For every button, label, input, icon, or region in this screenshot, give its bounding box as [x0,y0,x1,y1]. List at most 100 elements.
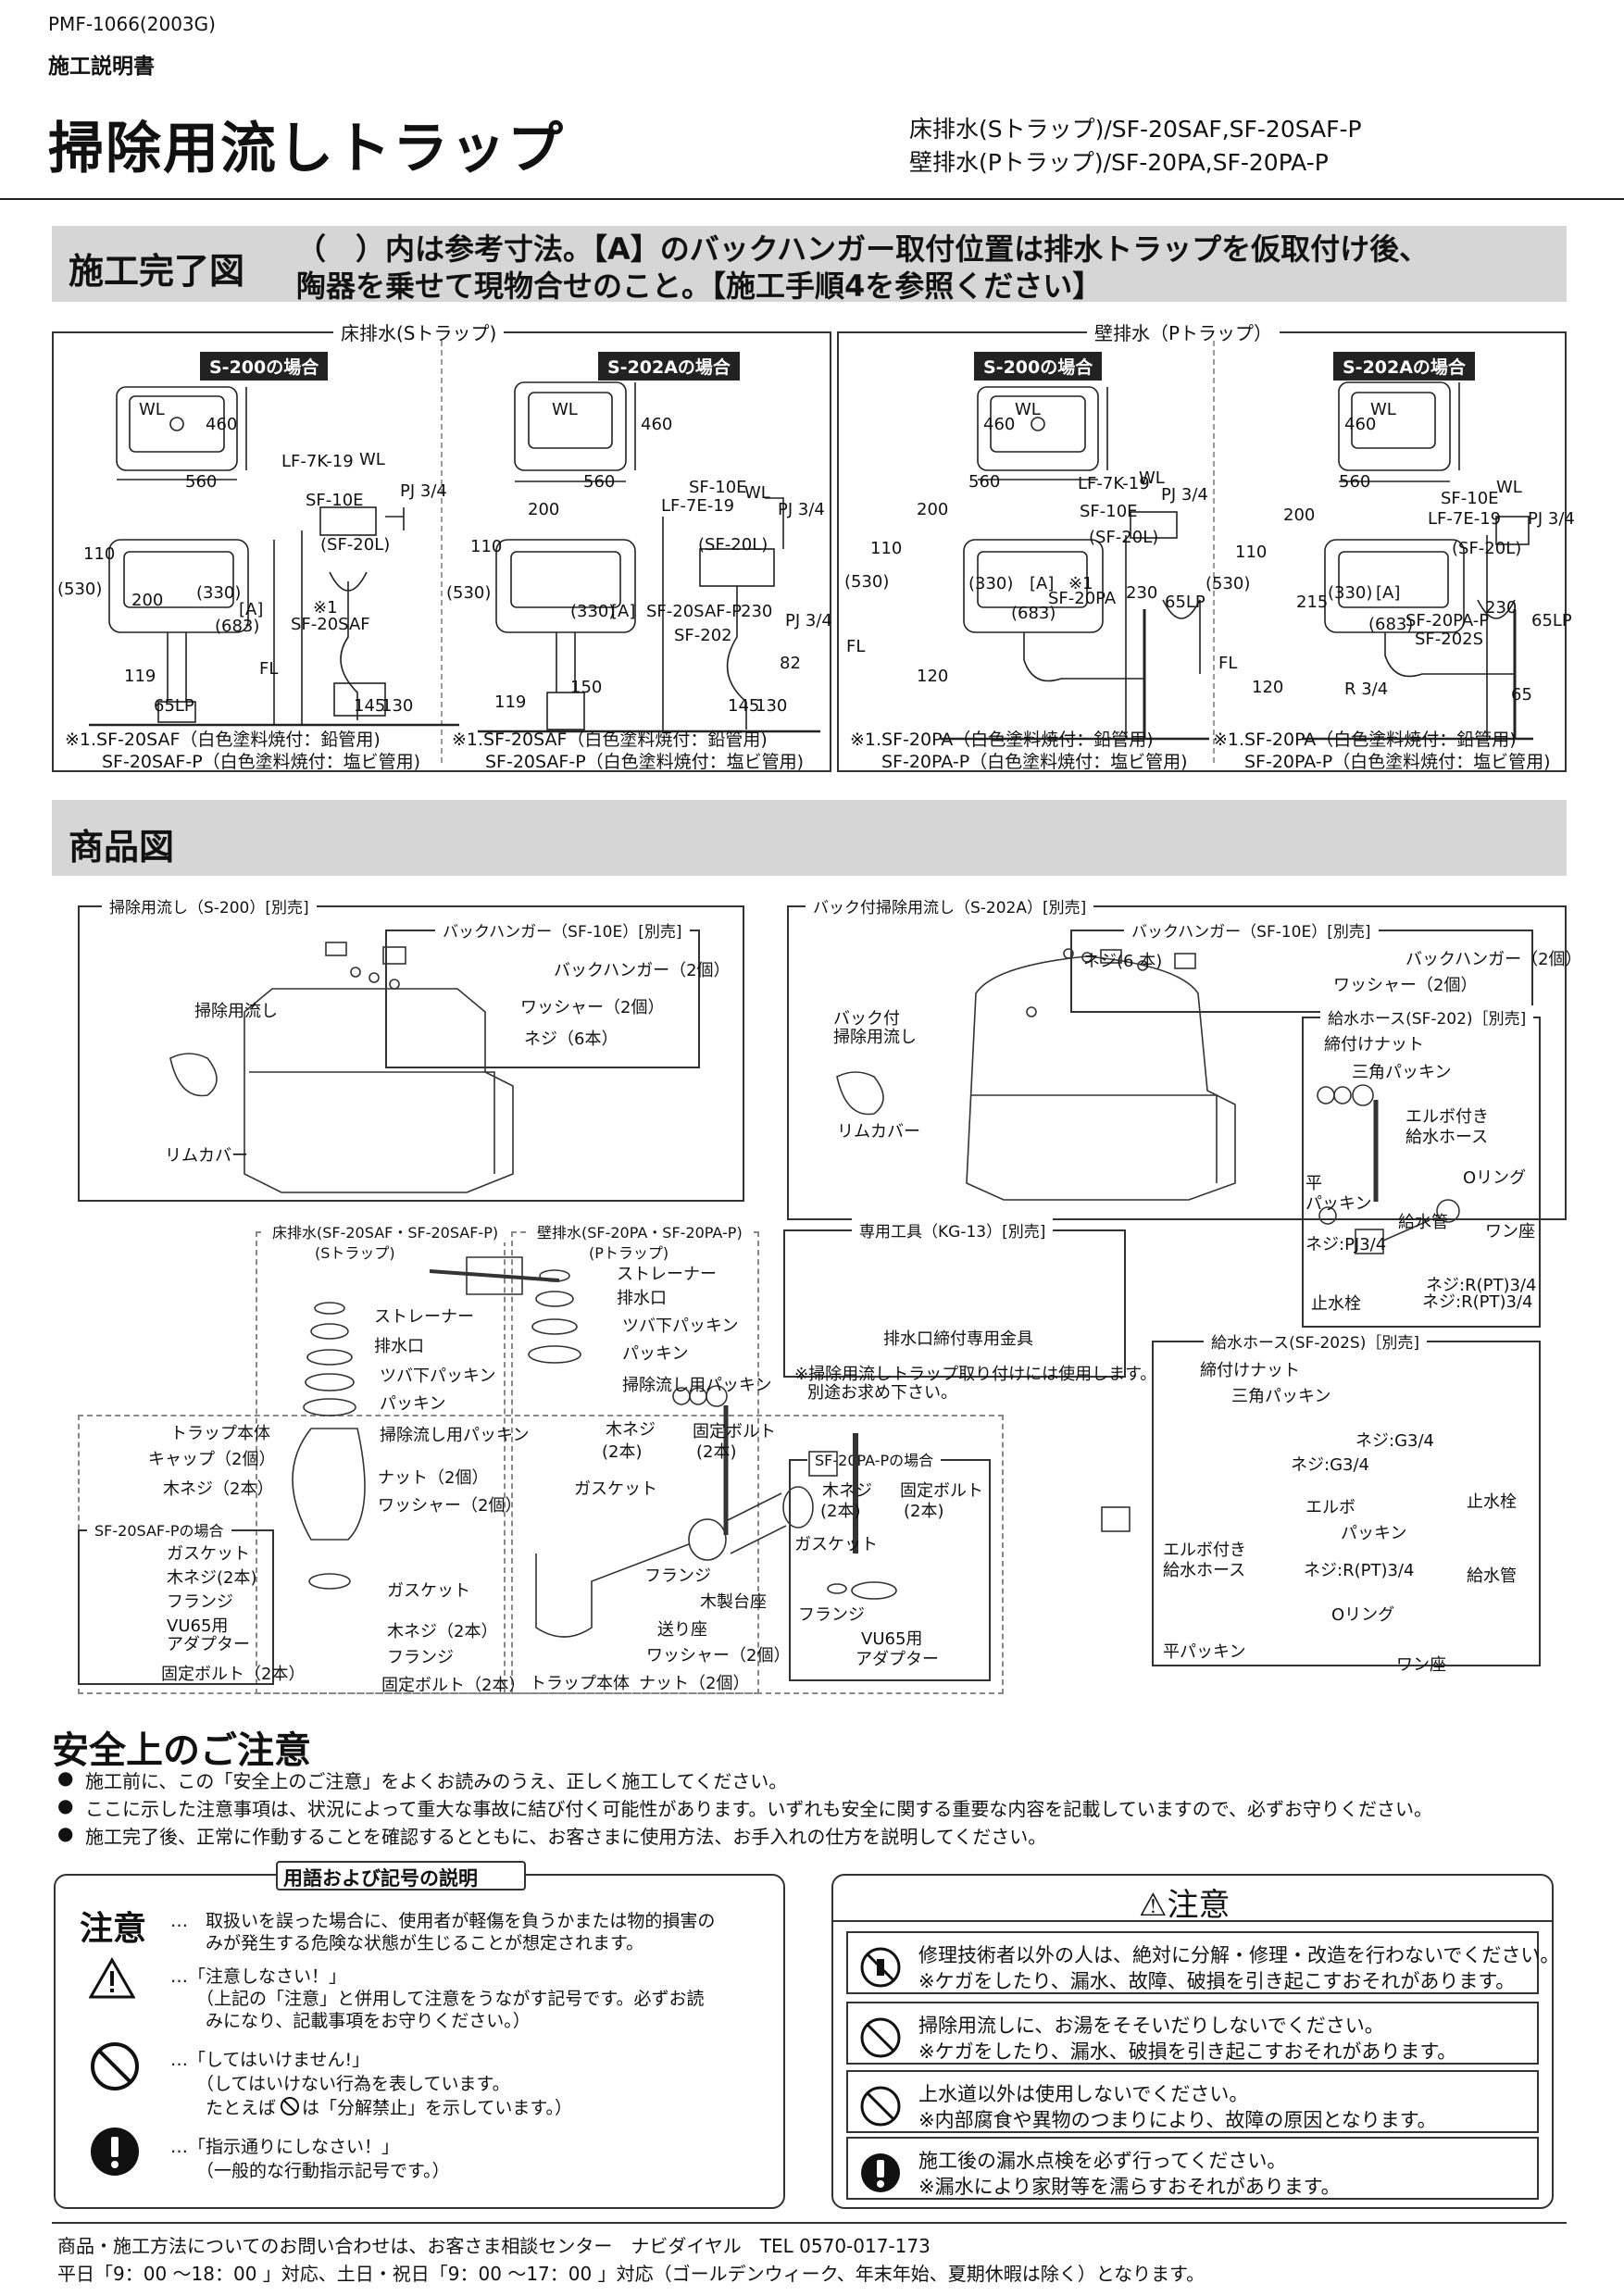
disassembly-prohibited-icon [281,2097,299,2115]
sink-s202a-title: バック付掃除用流し（S-202A）[別売] [806,894,1094,917]
label-safp-vu-2: アダプター [167,1635,250,1654]
label-pap-bolt-2: (2本) [904,1502,944,1521]
model-line-2: 壁排水(Pトラップ)/SF-20PA,SF-20PA-P [909,149,1329,176]
label-wall-bolt-1: 固定ボルト [693,1422,776,1441]
wall-divider [1213,341,1215,763]
label-flange: フランジ [387,1648,454,1667]
prohibit-icon-3 [860,2086,901,2127]
pj-b: PJ 3/4 [778,500,825,519]
label-pap-gasket: ガスケット [794,1535,878,1554]
wl-a: WL [139,400,165,419]
part-sf20safp: SF-20SAF-P [646,602,742,621]
bullet-dot-3: ● [57,1822,74,1844]
label-washer2b: ワッシャー（2個） [378,1496,522,1516]
label-s-packing: パッキン [1341,1524,1407,1543]
dim-460-b: 460 [641,415,673,434]
pj-c: PJ 3/4 [1161,485,1208,505]
dim-530-c: (530) [844,572,890,592]
wall-drain-title: 壁排水（Pトラップ） [1087,318,1280,345]
sym2-2: （してはいけない行為を表しています。 [196,2074,510,2094]
label-s-flat: 平パッキン [1163,1642,1246,1662]
label-washer-2: ワッシャー（2個） [1333,976,1478,995]
label-s-hose-2: 給水ホース [1163,1561,1246,1580]
label-wood-screw2: 木ネジ（2本） [163,1479,274,1499]
label-wan-seat: ワン座 [1485,1222,1535,1242]
completion-heading: 施工完了図 [69,251,245,292]
terms-title: 用語および記号の説明 [283,1867,478,1890]
product-illustrations [169,942,1460,1638]
dim-200-b: 200 [528,500,560,519]
dim-130-b: 130 [756,696,788,716]
label-washer2c: ワッシャー（2個） [646,1646,791,1666]
label-nut2: ナット（2個） [378,1468,489,1488]
label-tool-note-2: 別途お求め下さい。 [807,1383,957,1403]
label-s-wan: ワン座 [1396,1655,1446,1675]
wl-g: WL [1139,468,1165,488]
warning-4-line-1: 施工後の漏水点検を必ず行ってください。 [918,2150,1287,2172]
sink-s200-box [78,905,744,1202]
tag-s202a-wall: S-202Aの場合 [1333,352,1475,381]
sym2-1: …「してはいけません!」 [170,2050,370,2070]
label-backed-2: 掃除用流し [833,1028,917,1047]
label-hanger: バックハンガー（2個） [554,961,731,980]
label-s-elbow: エルボ [1305,1498,1355,1517]
dim-460-c: 460 [983,415,1016,434]
floor-foot-1b: ※1.SF-20SAF（白色塗料焼付：鉛管用) [452,730,768,750]
floor-divider [441,341,443,763]
warning-row-2: 掃除用流しに、お湯をそそいだりしないでください。 ※ケガをしたり、漏水、破損を引… [846,2002,1539,2065]
dim-230-b: 230 [1126,583,1158,603]
label-rim-cover: リムカバー [165,1146,248,1166]
part-sf10e-b: SF-10E [689,478,747,497]
dim-65lp-a: 65LP [154,696,194,716]
label-s-g34a: ネジ:G3/4 [1355,1431,1434,1451]
part-sf20l-d: (SF-20L) [1452,539,1522,558]
label-s-tri: 三角パッキン [1231,1387,1331,1406]
dim-460-a: 460 [206,415,238,434]
safety-bullet-3: 施工完了後、正常に作動することを確認するとともに、お客さまに使用方法、お手入れの… [85,1826,1047,1848]
tag-s200-floor: S-200の場合 [200,352,329,381]
dim-560-b: 560 [583,472,616,492]
doc-code: PMF-1066(2003G) [48,13,216,35]
dim-a-c: [A] [1030,574,1055,593]
mark-1-b: ※1 [1068,574,1093,593]
dim-119-b: 119 [494,693,527,712]
bullet-dot-2: ● [57,1794,74,1816]
dim-330-a: (330) [196,583,242,603]
part-sf20saf: SF-20SAF [291,615,370,634]
label-packing-2: パッキン [622,1344,689,1364]
dim-683-c: (683) [1368,615,1414,634]
label-strainer-2: ストレーナー [617,1265,717,1284]
hanger-box-title: バックハンガー（SF-10E）[別売] [435,918,690,942]
label-rim-cover-2: リムカバー [837,1122,920,1142]
label-sink: 掃除用流し [194,1002,278,1021]
dim-a-b: [A] [611,602,636,621]
label-s-nut: 締付けナット [1200,1361,1300,1380]
label-safp-flange: フランジ [167,1592,233,1612]
part-sf10e-c: SF-10E [1080,502,1138,521]
caution-box [831,1874,1554,2209]
sym1-1: …「注意しなさい！」 [170,1966,347,1987]
warning-row-4: 施工後の漏水点検を必ず行ってください。 ※漏水により家財等を濡らすおそれがありま… [846,2137,1539,2200]
dim-110-d: 110 [1235,543,1268,562]
dim-200-c: 200 [917,500,949,519]
pj-e: PJ 3/4 [785,611,832,630]
label-pap-bolt-1: 固定ボルト [900,1481,983,1501]
tag-s202a-floor: S-202Aの場合 [598,352,740,381]
dim-215: 215 [1296,593,1329,612]
part-sf20l-a: (SF-20L) [320,535,391,555]
label-flange-packing: ツバ下パッキン [380,1366,496,1386]
wl-h: WL [1496,478,1522,497]
dim-120-a: 120 [917,667,949,686]
part-sf10e-d: SF-10E [1441,489,1499,508]
products-bar [52,800,1567,876]
floor-trap-title-2: (Sトラップ) [315,1244,395,1262]
part-lf7e19-b: LF-7E-19 [1428,509,1502,529]
wall-foot-1: ※1.SF-20PA（白色塗料焼付：鉛管用) [850,730,1154,750]
label-trap-body: トラップ本体 [170,1424,270,1443]
products-heading: 商品図 [69,827,175,867]
tag-s200-wall: S-200の場合 [974,352,1103,381]
sym1-3: みになり、記載事項をお守りください。） [206,2011,531,2031]
fl-a: FL [259,659,279,679]
part-lf7k19-b: LF-7K-19 [1078,474,1150,493]
dim-a-a: [A] [239,600,264,619]
